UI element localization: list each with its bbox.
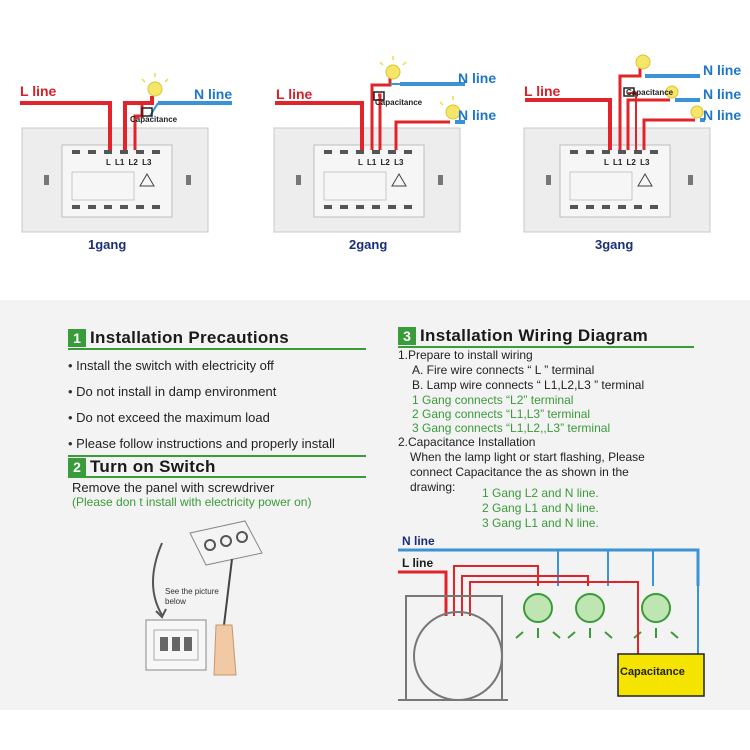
terminal-labels: L L1 L2 L3 [604, 158, 650, 167]
precaution-item: Install the switch with electricity off [68, 358, 274, 373]
n-line-label: N line [194, 86, 233, 102]
section-number: 1 [68, 329, 86, 347]
gang-label-1: 1gang [88, 237, 127, 252]
wiring-gang-2: 2 Gang connects “L1,L3” terminal [412, 407, 591, 421]
terminal-labels: L L1 L2 L3 [358, 158, 404, 167]
n-line-label-3: N line [703, 107, 742, 123]
section-switch-header: 2 Turn on Switch [68, 457, 216, 477]
capacitance-text: drawing: [410, 480, 456, 494]
divider [68, 476, 366, 478]
n-line-label-2: N line [458, 107, 497, 123]
screwdriver-illustration [145, 520, 263, 676]
section-title: Installation Wiring Diagram [420, 326, 649, 345]
gang-label-3: 3gang [595, 237, 634, 252]
capacitance-label: Capacitance [130, 115, 178, 124]
section-title: Turn on Switch [90, 457, 216, 476]
capacitance-label: Capacitance [626, 88, 674, 97]
section-wiring-header: 3 Installation Wiring Diagram [398, 326, 648, 346]
wiring-l-line-label: L line [402, 556, 434, 570]
wiring-step-1: 1.Prepare to install wiring [398, 348, 533, 362]
section-precautions-header: 1 Installation Precautions [68, 328, 289, 348]
precaution-item: Do not exceed the maximum load [68, 410, 270, 425]
n-line-label-1: N line [458, 70, 497, 86]
wiring-step-b: B. Lamp wire connects “ L1,L2,L3 ” termi… [412, 378, 645, 392]
panel-3gang-drawing [523, 54, 711, 233]
l-line-label: L line [524, 83, 561, 99]
l-line-label: L line [276, 86, 313, 102]
wiring-gang-1: 1 Gang connects “L2” terminal [412, 393, 574, 407]
section-number: 2 [68, 458, 86, 476]
l-line-label: L line [20, 83, 57, 99]
gang-label-2: 2gang [349, 237, 388, 252]
top-wiring-panels: L line N line Capacitance L L1 L2 L3 1ga… [0, 0, 750, 290]
panel-2gang-drawing [273, 56, 465, 233]
wiring-diagram [398, 548, 705, 701]
n-line-label-2: N line [703, 86, 742, 102]
capacitance-gang-2: 2 Gang L1 and N line. [482, 501, 599, 515]
precaution-item: Do not install in damp environment [68, 384, 276, 399]
divider [68, 348, 366, 350]
wiring-step-2: 2.Capacitance Installation [398, 435, 536, 449]
switch-warning: (Please don t install with electricity p… [72, 495, 312, 509]
switch-instruction: Remove the panel with screwdriver [72, 480, 275, 495]
section-title: Installation Precautions [90, 328, 289, 347]
panel-1gang-drawing [20, 73, 232, 233]
instruction-sheet: 1 Installation Precautions Install the s… [0, 300, 750, 710]
divider [68, 455, 366, 457]
wiring-n-line-label: N line [402, 534, 435, 548]
capacitance-text: When the lamp light or start flashing, P… [410, 450, 645, 464]
wiring-capacitance-label: Capacitance [620, 666, 685, 678]
n-line-label-1: N line [703, 62, 742, 78]
capacitance-text: connect Capacitance the as shown in the [410, 465, 629, 479]
see-picture-caption: See the picture below [165, 587, 219, 606]
divider [398, 346, 694, 348]
precaution-item: Please follow instructions and properly … [68, 436, 335, 451]
capacitance-gang-3: 3 Gang L1 and N line. [482, 516, 599, 530]
section-number: 3 [398, 327, 416, 345]
wiring-gang-3: 3 Gang connects “L1,L2,,L3” terminal [412, 421, 611, 435]
capacitance-label: Capacitance [375, 98, 423, 107]
capacitance-gang-1: 1 Gang L2 and N line. [482, 486, 599, 500]
terminal-labels: L L1 L2 L3 [106, 158, 152, 167]
wiring-step-a: A. Fire wire connects “ L ” terminal [412, 363, 595, 377]
